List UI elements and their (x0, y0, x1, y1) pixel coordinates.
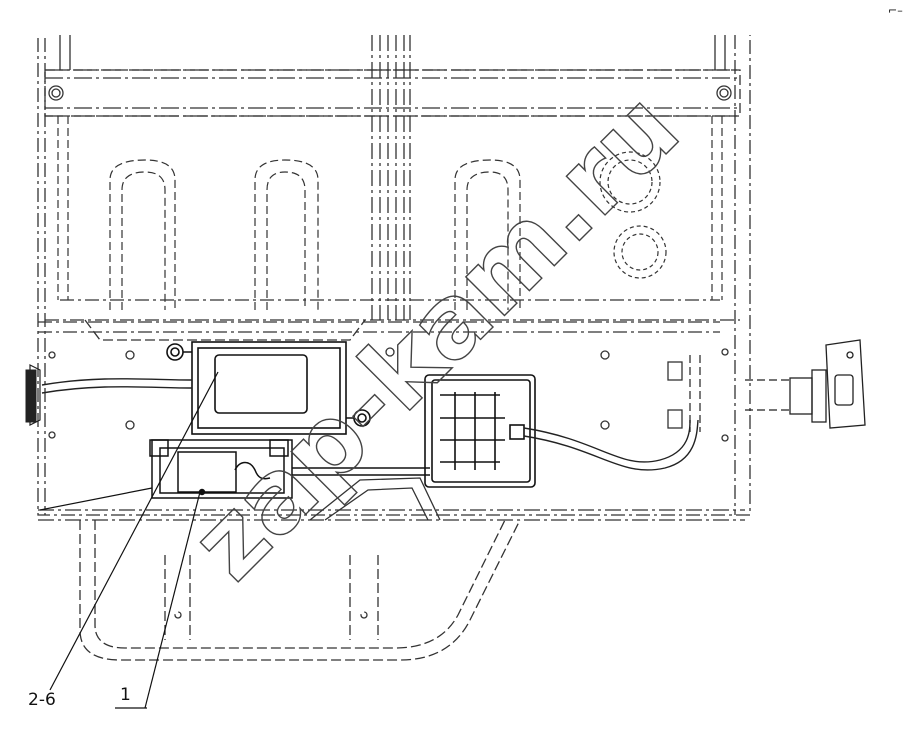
corner-mark: ⌐– (888, 4, 903, 17)
left-clip (25, 364, 41, 426)
lower-bracket (79, 477, 521, 661)
battery-slots (45, 116, 740, 321)
relay-box (166, 341, 371, 435)
mounting-plate (38, 319, 745, 521)
connector-block (292, 374, 536, 488)
callout-label-1: 1 (120, 685, 131, 705)
callout-label-2-6: 2-6 (28, 690, 56, 710)
plug-connector (745, 339, 866, 429)
cable-to-plug (41, 378, 699, 471)
watermark: zap-kam.ru (169, 70, 701, 602)
gear-wheels (599, 151, 667, 279)
switch-block (149, 439, 293, 499)
leader-lines (39, 371, 219, 709)
frame-outline (37, 35, 751, 516)
